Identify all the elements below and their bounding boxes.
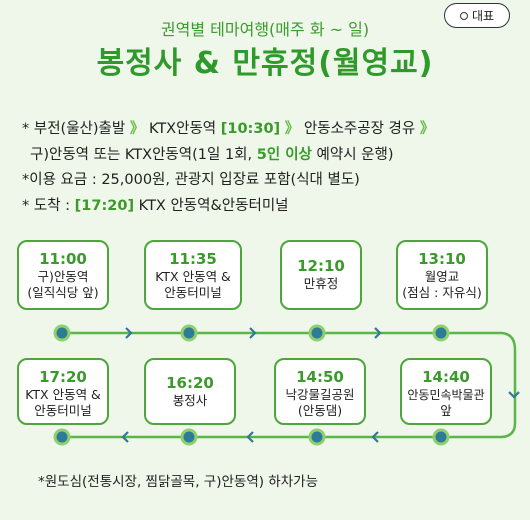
arrival-place: KTX 안동역&안동터미널 — [134, 197, 289, 214]
stop-card[interactable]: 11:35 KTX 안동역 & 안동터미널 — [144, 240, 242, 310]
stop-time: 11:00 — [39, 250, 87, 268]
stop-time: 17:20 — [39, 368, 87, 386]
stop-dot — [308, 428, 326, 446]
stop-name: 안동민속박물관 — [407, 388, 485, 402]
route-arrow-icon: 》 — [129, 121, 145, 137]
departure-text: * 부전(울산)출발 — [22, 121, 126, 137]
stop-detail: (점심 : 자유식) — [402, 285, 482, 300]
stop-dot — [53, 324, 71, 342]
boarding-text: 구)안동역 또는 KTX안동역(1일 1회, — [30, 146, 257, 163]
footnote: *원도심(전통시장, 찜닭골목, 구)안동역) 하차가능 — [38, 474, 318, 490]
stop-time: 13:10 — [418, 250, 466, 268]
chevron-down-icon — [508, 391, 520, 399]
info-line-departure: * 부전(울산)출발 》 KTX안동역 [10:30] 》 안동소주공장 경유 … — [22, 117, 522, 143]
stop-card[interactable]: 17:20 KTX 안동역 & 안동터미널 — [17, 358, 109, 425]
stop-dot — [308, 324, 326, 342]
reservation-text: 예약시 운행) — [311, 146, 394, 163]
chevron-left-icon — [121, 431, 129, 443]
page-subtitle: 권역별 테마여행(매주 화 ~ 일) — [160, 20, 370, 39]
min-people: 5인 이상 — [256, 146, 312, 163]
stop-card[interactable]: 16:20 봉정사 — [144, 358, 236, 425]
stop-detail: (안동댐) — [297, 403, 343, 418]
route-turn — [499, 331, 517, 439]
stop-dot — [180, 324, 198, 342]
info-line-boarding: 구)안동역 또는 KTX안동역(1일 1회, 5인 이상 예약시 운행) — [22, 143, 522, 169]
chevron-right-icon — [374, 327, 382, 339]
badge-label: 대표 — [471, 9, 495, 23]
stop-time: 14:40 — [422, 368, 470, 386]
stop-detail: 앞 — [440, 403, 452, 418]
representative-badge[interactable]: 대표 — [444, 3, 510, 28]
info-line-fee: *이용 요금 : 25,000원, 관광지 입장료 포함(식대 별도) — [22, 172, 360, 188]
stop-card[interactable]: 11:00 구)안동역 (일직식당 앞) — [17, 240, 109, 310]
chevron-right-icon — [249, 327, 257, 339]
page-title: 봉정사 & 만휴정(월영교) — [96, 46, 434, 81]
stop-name: 낙강물길공원 — [285, 387, 355, 402]
stop-name: 월영교 — [424, 269, 460, 284]
stop-detail: (일직식당 앞) — [27, 285, 99, 300]
stop-time: 14:50 — [296, 368, 344, 386]
tour-info: * 부전(울산)출발 》 KTX안동역 [10:30] 》 안동소주공장 경유 … — [22, 117, 522, 219]
station-text: KTX안동역 — [148, 121, 221, 137]
stop-name: KTX 안동역 & — [155, 269, 231, 284]
stop-time: 16:20 — [166, 374, 214, 392]
stop-dot — [180, 428, 198, 446]
stop-name: KTX 안동역 & — [25, 387, 101, 402]
info-line-arrival: * 도착 : [17:20] KTX 안동역&안동터미널 — [22, 194, 522, 220]
via-text: 안동소주공장 경유 — [303, 121, 420, 137]
stop-detail: 안동터미널 — [164, 285, 222, 300]
stop-time: 12:10 — [297, 257, 345, 275]
stop-card[interactable]: 12:10 만휴정 — [280, 240, 362, 310]
chevron-left-icon — [246, 431, 254, 443]
stop-dot — [53, 428, 71, 446]
stop-time: 11:35 — [169, 250, 217, 268]
stop-detail: 안동터미널 — [34, 403, 92, 418]
stop-card[interactable]: 13:10 월영교 (점심 : 자유식) — [396, 240, 488, 310]
circle-icon — [459, 11, 468, 20]
route-arrow-icon: 》 — [419, 121, 435, 137]
stop-name: 만휴정 — [303, 276, 339, 291]
chevron-right-icon — [125, 327, 133, 339]
departure-time: [10:30] — [220, 121, 281, 137]
arrival-time: [17:20] — [74, 197, 135, 214]
stop-name: 구)안동역 — [37, 269, 89, 284]
stop-card[interactable]: 14:50 낙강물길공원 (안동댐) — [274, 358, 366, 425]
chevron-left-icon — [371, 431, 379, 443]
arrival-label: * 도착 : — [22, 197, 75, 214]
stop-dot — [432, 324, 450, 342]
stop-card[interactable]: 14:40 안동민속박물관 앞 — [400, 358, 492, 425]
stop-dot — [432, 428, 450, 446]
stop-name: 봉정사 — [172, 393, 208, 408]
route-arrow-icon: 》 — [284, 121, 300, 137]
